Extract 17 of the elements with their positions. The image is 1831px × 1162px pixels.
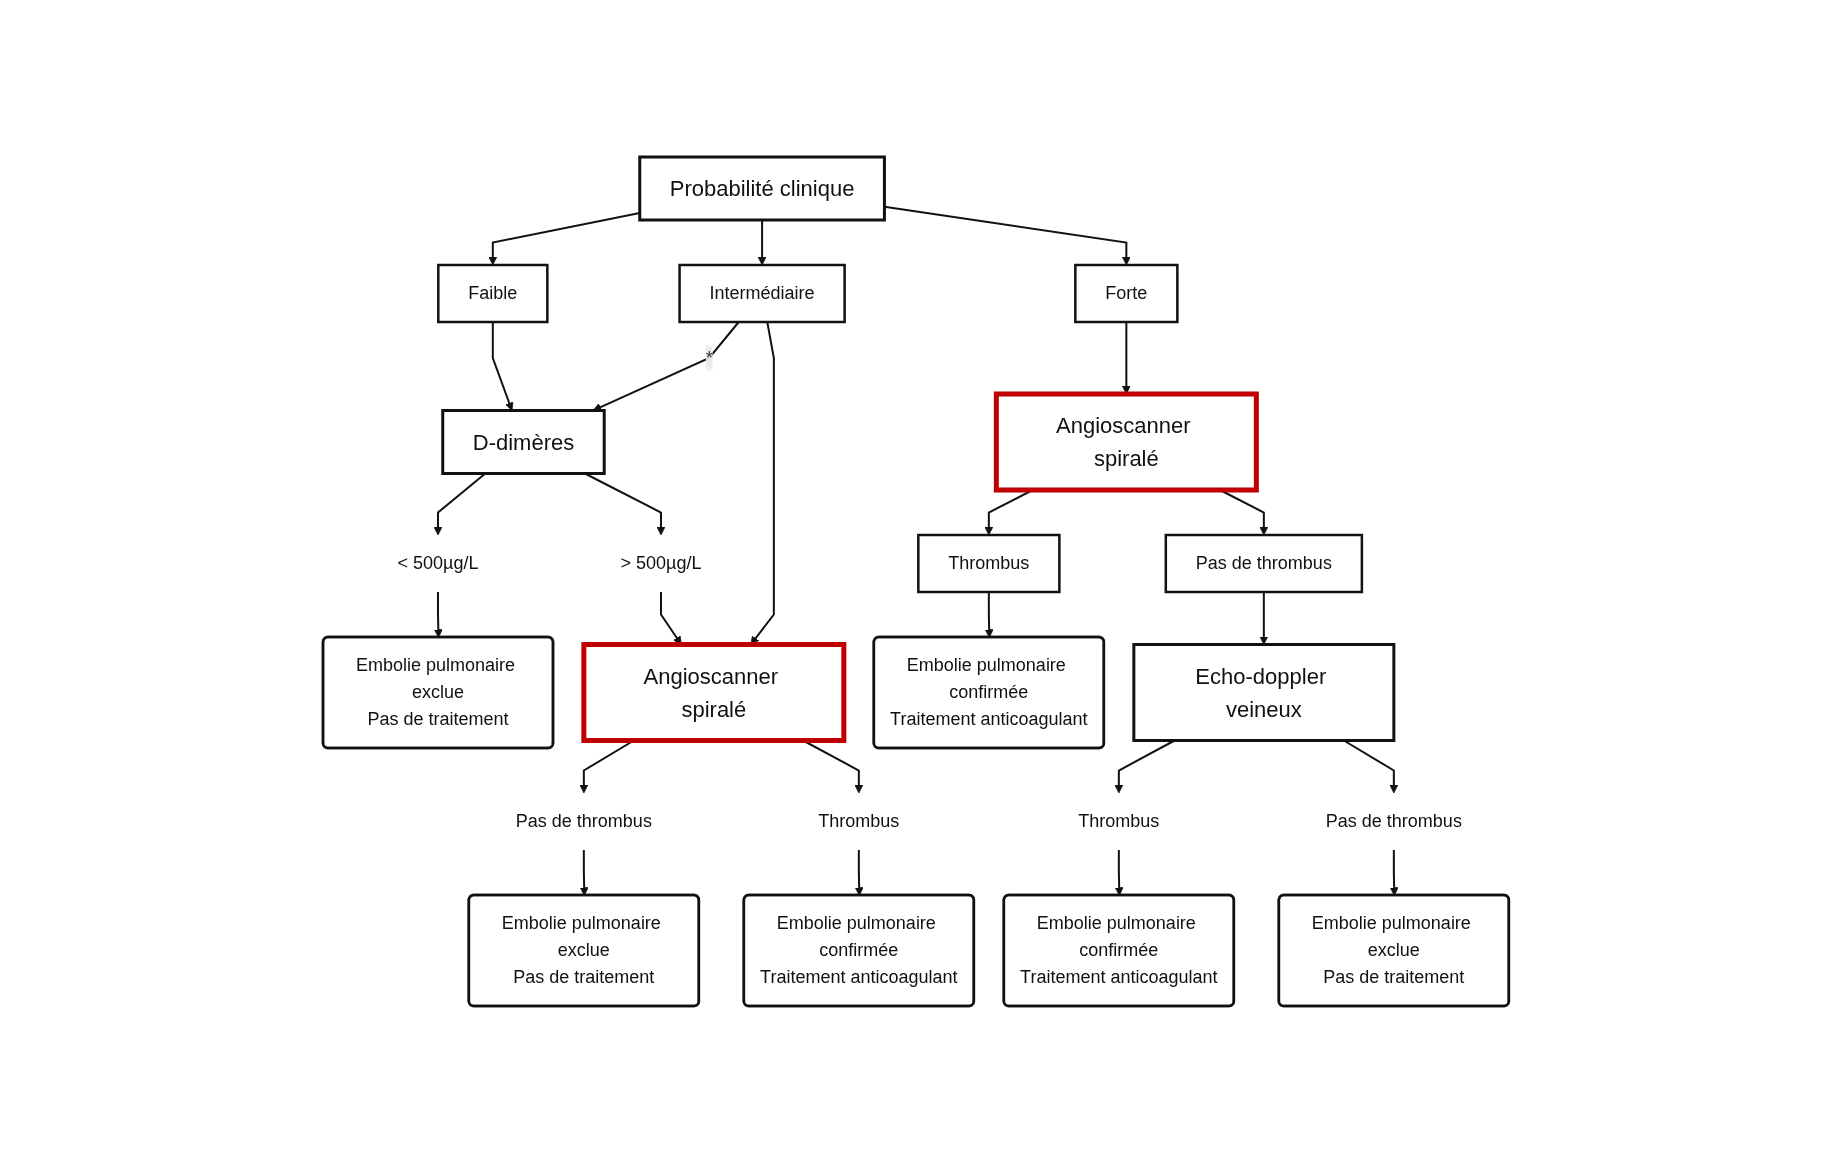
node-text: < 500µg/L — [397, 552, 479, 573]
node-box: Forte — [1073, 263, 1179, 323]
node-box: D-dimères — [440, 408, 606, 475]
node-text: Thrombus — [817, 810, 899, 831]
node-box: Echo-doppler veineux — [1131, 642, 1395, 742]
node-box: Intermédiaire — [677, 263, 846, 323]
node-box: Probabilité clinique — [637, 155, 886, 221]
edge-label: * — [705, 347, 713, 367]
node-text: Pas de thrombus — [515, 810, 652, 831]
node-box: Angioscanner spiralé — [993, 391, 1259, 492]
node-box: Thrombus — [916, 533, 1061, 593]
node-text: Pas de thrombus — [1325, 810, 1462, 831]
node-box: Angioscanner spiralé — [580, 641, 846, 743]
node-box: Faible — [436, 263, 549, 323]
node-box: Pas de thrombus — [1164, 533, 1363, 593]
node-text: Thrombus — [1077, 810, 1159, 831]
node-text: > 500µg/L — [620, 552, 702, 573]
